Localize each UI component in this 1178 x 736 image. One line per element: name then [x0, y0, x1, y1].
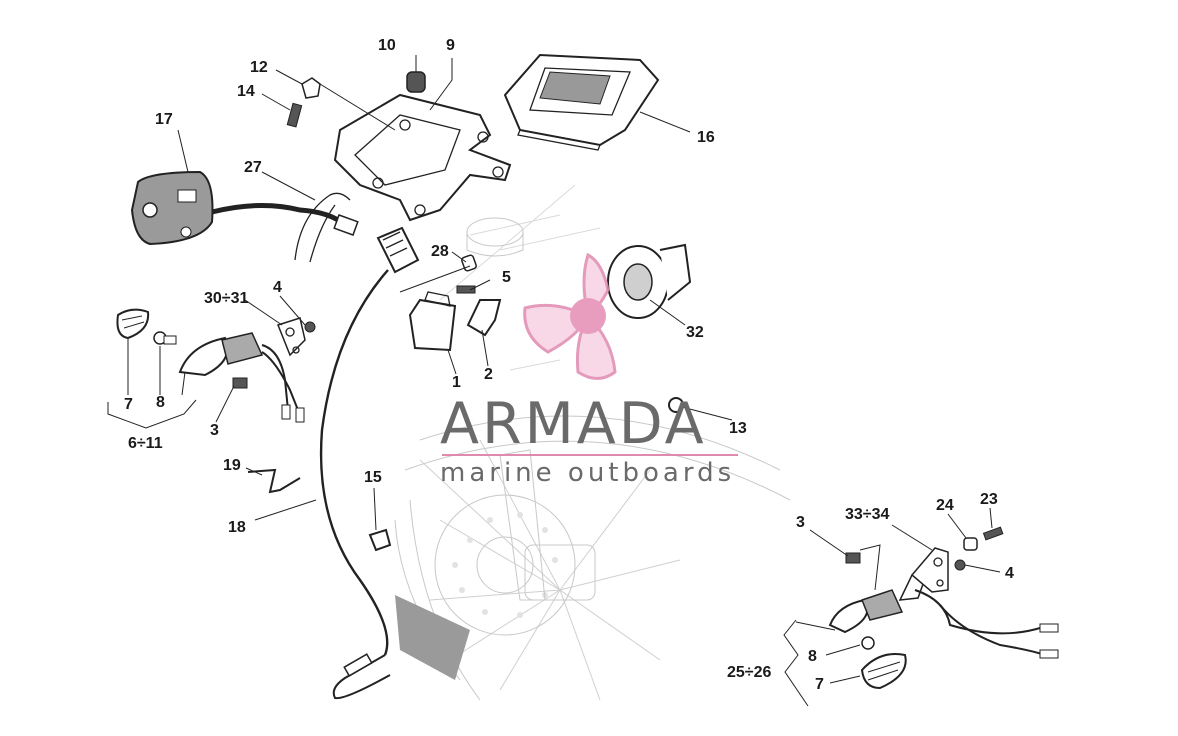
callout-6-11[interactable]: 6÷11	[128, 435, 163, 452]
nut-part-12	[301, 77, 321, 99]
callout-32[interactable]: 32	[686, 324, 704, 341]
callout-4-right[interactable]: 4	[1005, 565, 1014, 582]
callout-4-left[interactable]: 4	[273, 279, 282, 296]
right-indicator-assembly	[828, 547, 1059, 690]
callout-1[interactable]: 1	[452, 374, 461, 391]
instrument-cluster-part-16	[503, 53, 660, 151]
leader-lines	[107, 55, 1001, 707]
nut-part-24	[963, 537, 978, 551]
callout-14[interactable]: 14	[237, 83, 255, 100]
callout-28[interactable]: 28	[431, 243, 449, 260]
callout-7-right[interactable]: 7	[815, 676, 824, 693]
brand-propeller-icon	[523, 252, 617, 380]
callout-3-right[interactable]: 3	[796, 514, 805, 531]
spacer-part-28	[461, 254, 477, 272]
callout-30-31[interactable]: 30÷31	[204, 290, 249, 307]
callout-17[interactable]: 17	[155, 111, 173, 128]
nut-part-4-right	[954, 559, 966, 571]
relay-part-1	[408, 291, 457, 352]
callout-5[interactable]: 5	[502, 269, 511, 286]
callout-23[interactable]: 23	[980, 491, 998, 508]
relay-bracket-part-2	[466, 299, 502, 337]
clip-part-13	[668, 397, 684, 413]
callout-8-left[interactable]: 8	[156, 394, 165, 411]
grommet-part-10	[406, 71, 426, 93]
brand-divider	[442, 454, 738, 456]
connector-block	[376, 226, 420, 274]
cable-clip-part-19	[247, 468, 301, 494]
left-indicator-assembly	[116, 308, 306, 423]
screw-part-23	[982, 526, 1004, 541]
callout-7-left[interactable]: 7	[124, 396, 133, 413]
screw-part-14	[286, 102, 303, 128]
callout-27[interactable]: 27	[244, 159, 262, 176]
wheel-outline-background	[394, 184, 791, 701]
callout-19[interactable]: 19	[223, 457, 241, 474]
callout-18[interactable]: 18	[228, 519, 246, 536]
callout-33-34[interactable]: 33÷34	[845, 506, 890, 523]
cable-tie-part-27	[294, 192, 351, 263]
callout-15[interactable]: 15	[364, 469, 382, 486]
handlebar-switch-part-17	[130, 170, 359, 246]
callout-12[interactable]: 12	[250, 59, 268, 76]
callout-9[interactable]: 9	[446, 37, 455, 54]
nut-part-4-left	[304, 321, 316, 333]
callout-25-26[interactable]: 25÷26	[727, 664, 772, 681]
grommet-part-15	[368, 528, 392, 552]
callout-10[interactable]: 10	[378, 37, 396, 54]
callout-13[interactable]: 13	[729, 420, 747, 437]
wiring-harness-part-18	[319, 269, 391, 700]
horn-part-32	[607, 243, 692, 319]
callout-16[interactable]: 16	[697, 129, 715, 146]
brand-name: ARMADA	[440, 391, 707, 457]
brand-tagline: marine outboards	[440, 458, 736, 488]
mounting-bracket-part-9	[333, 93, 512, 222]
callout-3-left[interactable]: 3	[210, 422, 219, 439]
callout-8-right[interactable]: 8	[808, 648, 817, 665]
screw-part-5	[456, 285, 476, 294]
callout-2[interactable]: 2	[484, 366, 493, 383]
callout-24[interactable]: 24	[936, 497, 954, 514]
